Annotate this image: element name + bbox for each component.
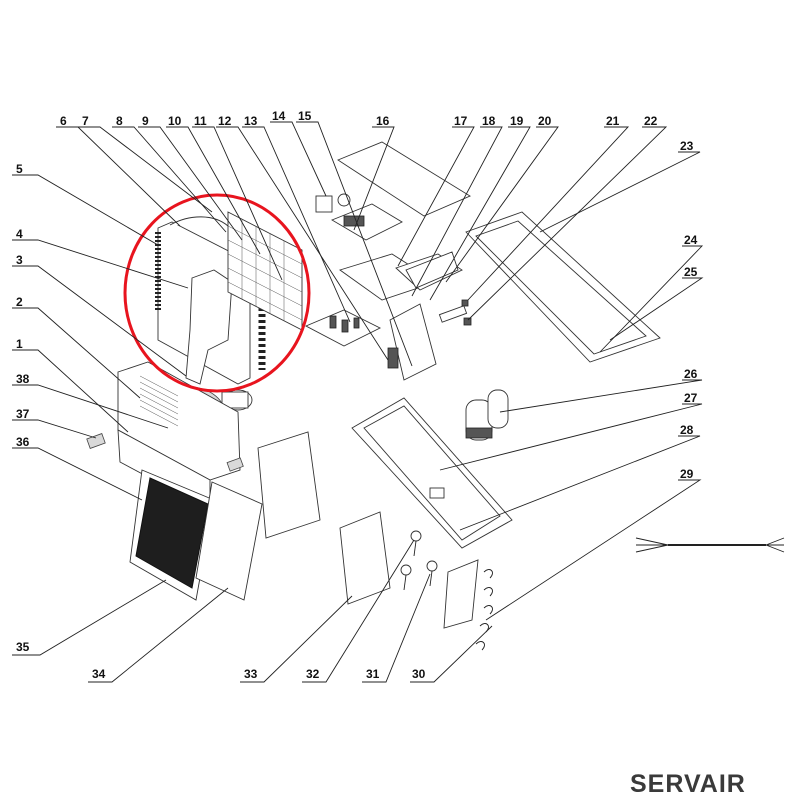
- part-label-27: 27: [684, 391, 698, 405]
- highlight-circle: [123, 193, 311, 393]
- fittings: [400, 530, 493, 651]
- base-tray: [351, 397, 513, 549]
- part-label-30: 30: [412, 667, 426, 681]
- part-label-5: 5: [16, 162, 23, 176]
- brand-logo: SERVAIR: [630, 770, 746, 798]
- part-label-33: 33: [244, 667, 258, 681]
- part-label-6: 6: [60, 114, 67, 128]
- foot: [86, 433, 106, 449]
- part-label-35: 35: [16, 640, 30, 654]
- part-label-22: 22: [644, 114, 658, 128]
- part-label-9: 9: [142, 114, 149, 128]
- part-label-17: 17: [454, 114, 468, 128]
- part-label-37: 37: [16, 407, 30, 421]
- part-label-26: 26: [684, 367, 698, 381]
- part-label-32: 32: [306, 667, 320, 681]
- side-cover: [339, 511, 391, 605]
- part-label-12: 12: [218, 114, 232, 128]
- part-label-3: 3: [16, 253, 23, 267]
- part-label-34: 34: [92, 667, 106, 681]
- part-label-16: 16: [376, 114, 390, 128]
- part-label-4: 4: [16, 227, 23, 241]
- compressor: [465, 389, 509, 441]
- part-labels: 1 2 3 4 5 6 7 8 9 10 11 12 13 14 15 16 1…: [16, 109, 698, 681]
- evaporator-frame: [465, 211, 661, 363]
- part-label-2: 2: [16, 295, 23, 309]
- part-label-25: 25: [684, 265, 698, 279]
- part-label-38: 38: [16, 372, 30, 386]
- parts-drawing: [86, 141, 785, 651]
- top-plate: [337, 141, 471, 301]
- part-label-15: 15: [298, 109, 312, 123]
- part-label-18: 18: [482, 114, 496, 128]
- part-label-20: 20: [538, 114, 552, 128]
- valves: [438, 299, 472, 326]
- part-label-13: 13: [244, 114, 258, 128]
- fan-bracket: [185, 269, 233, 385]
- terminal-bar: [443, 559, 479, 629]
- part-label-31: 31: [366, 667, 380, 681]
- capacitor: [387, 347, 399, 369]
- part-label-11: 11: [194, 114, 207, 128]
- part-label-1: 1: [16, 337, 23, 351]
- part-label-24: 24: [684, 233, 698, 247]
- leader-lines: [12, 121, 704, 683]
- part-label-8: 8: [116, 114, 123, 128]
- vertical-bracket: [389, 303, 437, 381]
- front-grille: [129, 469, 215, 601]
- part-label-29: 29: [680, 467, 694, 481]
- part-label-7: 7: [82, 114, 89, 128]
- part-label-19: 19: [510, 114, 524, 128]
- inner-plate: [257, 431, 321, 539]
- wire-harness: [635, 537, 785, 553]
- part-label-36: 36: [16, 435, 30, 449]
- foot: [226, 457, 244, 472]
- back-cover: [195, 481, 263, 601]
- part-label-14: 14: [272, 109, 286, 123]
- control-board: [304, 309, 382, 347]
- part-label-23: 23: [680, 139, 694, 153]
- part-label-10: 10: [168, 114, 182, 128]
- part-label-21: 21: [606, 114, 620, 128]
- part-label-28: 28: [680, 423, 694, 437]
